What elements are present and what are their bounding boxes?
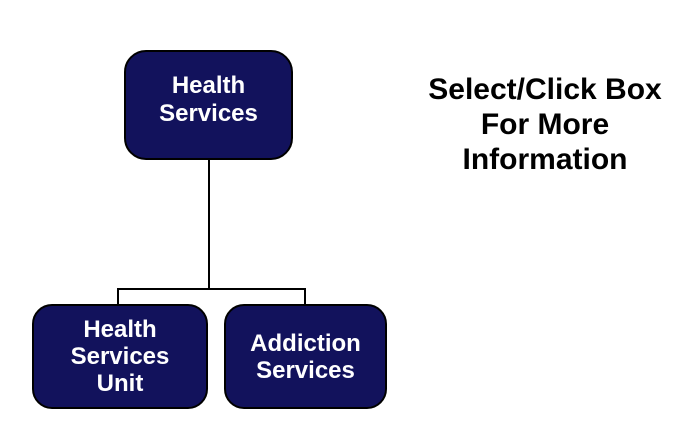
node-addiction-services-label: Addiction Services [250,329,361,384]
connector-drop-left-line [117,288,119,305]
connector-horizontal-line [117,288,306,290]
node-addiction-services[interactable]: Addiction Services [224,304,387,409]
connector-drop-right-line [304,288,306,305]
connector-trunk-line [208,160,210,289]
node-health-services[interactable]: Health Services [124,50,293,160]
instruction-text: Select/Click Box For More Information [428,73,662,176]
node-health-services-label: Health Services [159,72,258,127]
node-health-services-unit-label: Health Services Unit [70,316,170,397]
node-health-services-unit[interactable]: Health Services Unit [32,304,208,409]
